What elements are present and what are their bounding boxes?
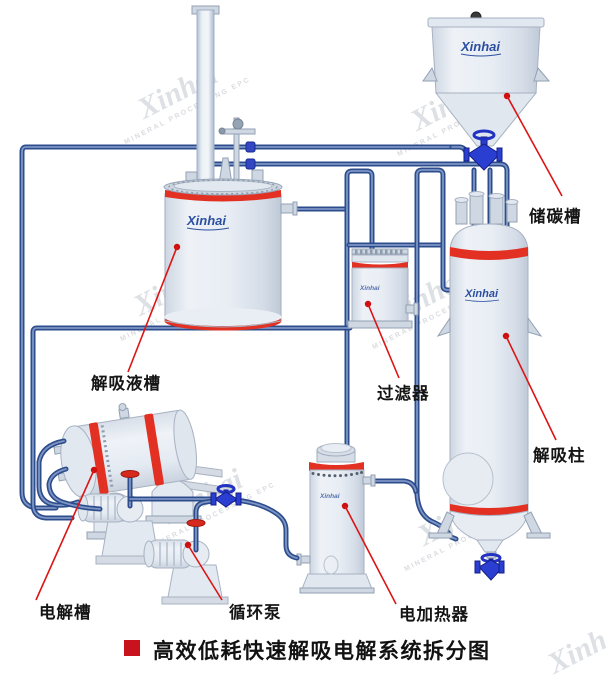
title-text: 高效低耗快速解吸电解系统拆分图 [153,639,491,663]
column-lug-left [436,316,451,337]
pipe-flange-knob-bottom [245,158,256,170]
diagram-title: 高效低耗快速解吸电解系统拆分图 [124,639,491,663]
column-manway-dome [442,452,494,506]
label-circulation-pump: 循环泵 [229,602,282,622]
watermark-logo: Xinhai [541,612,606,675]
heater-inlet-nozzle [300,555,311,564]
hopper-discharge-valve [463,129,503,171]
label-filter: 过滤器 [377,383,430,403]
column-bottom-valve [474,551,505,581]
filter-vessel: Xinhai [347,248,419,329]
hopper-logo: Xinhai [460,39,500,54]
desorption-liquid-tank: Xinhai [163,178,298,331]
title-bullet [124,640,140,656]
gauge-disc [232,118,244,130]
label-desorption-liquid-tank: 解吸液槽 [91,373,161,393]
tank-logo: Xinhai [186,213,226,228]
leader-lines [35,92,563,605]
equipment-labels: 解吸液槽 储碳槽 过滤器 解吸柱 电解槽 循环泵 电加热器 [39,206,586,624]
heater-flange-bolts [311,471,363,478]
hopper-lug-left [422,66,438,82]
riser-stack [185,5,264,189]
label-electrolysis-cell: 电解槽 [39,602,92,622]
pipework-front [36,141,300,561]
carbon-storage-tank: Xinhai [422,11,551,147]
cell-red-ring-right [144,413,164,486]
label-desorption-column: 解吸柱 [533,445,586,465]
circulation-pump-2 [143,539,229,605]
column-logo: Xinhai [464,288,499,300]
label-electric-heater: 电加热器 [399,604,469,624]
pipework-back [19,144,510,542]
label-carbon-storage-tank: 储碳槽 [529,206,582,226]
pump1-flange [120,470,140,478]
electric-heater-vessel: Xinhai [296,443,376,594]
pipe-flange-knob-top [245,141,256,153]
cell-red-ring-left [88,422,109,495]
pump2-flange [186,519,206,527]
tank-outlet-nozzle [280,203,295,214]
hopper-valve-handwheel [472,129,496,141]
filter-logo: Xinhai [359,285,380,292]
desorption-column: Xinhai [428,191,551,553]
column-lug-right [527,316,543,337]
hopper-lug-right [533,66,551,82]
heater-logo: Xinhai [319,493,340,500]
manifold-valve [210,484,242,508]
